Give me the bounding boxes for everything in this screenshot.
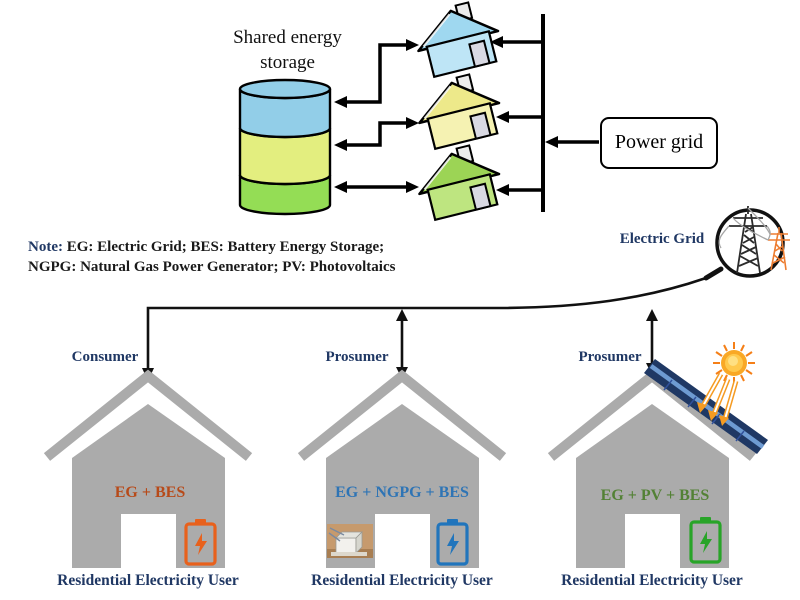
door xyxy=(121,514,176,570)
shared-energy-storage-cylinder xyxy=(238,78,332,216)
arrow-storage-yellow-house xyxy=(334,117,419,151)
prosumer-label-right: Prosumer xyxy=(578,349,642,365)
note-line1: EG: Electric Grid; BES: Battery Energy S… xyxy=(62,239,385,255)
roof-stripe xyxy=(43,369,253,461)
consumer-house xyxy=(43,369,253,570)
arrow-bus-green-house xyxy=(496,184,541,196)
door xyxy=(468,39,491,68)
green-house-icon xyxy=(418,144,501,222)
arrow-storage-green-house xyxy=(334,181,419,193)
consumer-label: Consumer xyxy=(71,349,139,365)
door xyxy=(469,111,492,140)
arrow-bus-blue-house xyxy=(490,36,541,48)
arrow-storage-blue-house xyxy=(334,39,419,108)
yellow-house-icon xyxy=(418,73,501,151)
residential-user-caption-3: Residential Electricity User xyxy=(561,572,743,589)
transmission-tower-orange xyxy=(768,227,790,271)
config-label-eg-bes: EG + BES xyxy=(114,484,186,501)
battery-icon xyxy=(689,517,722,564)
config-label-eg-ngpg-bes: EG + NGPG + BES xyxy=(335,484,469,501)
door xyxy=(375,514,430,570)
prosumer-ngpg-house xyxy=(297,369,507,570)
arrow-powergrid-bus xyxy=(545,136,599,148)
battery-icon xyxy=(436,519,469,566)
solar-panel xyxy=(644,359,768,454)
electric-grid-label: Electric Grid xyxy=(619,231,705,247)
note-prefix: Note: xyxy=(28,239,63,255)
shared-energy-storage-label: Shared energy storage xyxy=(233,27,342,74)
arrow-prosumer-mid xyxy=(396,309,408,379)
roof-highlight xyxy=(423,156,452,191)
roof-highlight xyxy=(422,13,451,48)
sun-icon xyxy=(713,342,755,384)
power-grid-box: Power grid xyxy=(600,117,718,169)
gas-generator-photo xyxy=(327,524,373,558)
power-grid-label: Power grid xyxy=(614,131,704,153)
battery-icon xyxy=(184,519,217,566)
power-wires xyxy=(718,207,771,249)
roof-stripe xyxy=(297,369,507,461)
note-line2: NGPG: Natural Gas Power Generator; PV: P… xyxy=(28,259,396,275)
prosumer-pv-house xyxy=(547,342,768,570)
arrow-bus-yellow-house xyxy=(496,111,541,123)
residential-user-caption-1: Residential Electricity User xyxy=(57,572,239,589)
blue-house-icon xyxy=(417,1,500,79)
abbreviation-note: Note: EG: Electric Grid; BES: Battery En… xyxy=(28,237,448,277)
door xyxy=(469,182,492,211)
door xyxy=(625,514,680,570)
magnifier-handle xyxy=(703,266,724,281)
sun-beams xyxy=(697,372,739,426)
electric-grid-icon xyxy=(715,206,790,278)
roof-highlight xyxy=(423,85,452,120)
storage-top-ellipse xyxy=(238,78,332,100)
residential-user-caption-2: Residential Electricity User xyxy=(311,572,493,589)
config-label-eg-pv-bes: EG + PV + BES xyxy=(600,487,710,504)
prosumer-label-mid: Prosumer xyxy=(325,349,389,365)
